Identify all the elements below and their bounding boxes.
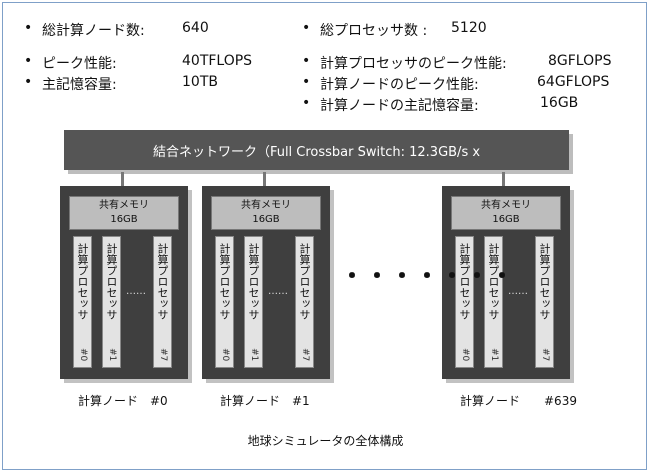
bullet: • — [24, 74, 33, 90]
spec-label-peak: ピーク性能: — [42, 56, 117, 72]
spec-label-total-nodes: 総計算ノード数: — [42, 23, 145, 39]
spec-value-cpu-peak: 8GFLOPS — [548, 53, 612, 69]
figure-frame — [2, 2, 647, 470]
shared-memory-size: 16GB — [252, 214, 280, 225]
compute-node-0: 共有メモリ 16GB 計算プロセッサ #0 計算プロセッサ #1 …… 計算プロ… — [60, 186, 188, 379]
processor-0: 計算プロセッサ #0 — [73, 236, 92, 368]
processor-gap-dots: …… — [268, 286, 288, 297]
spec-value-node-memory: 16GB — [540, 95, 579, 111]
spec-label-node-memory: 計算ノードの主記憶容量: — [320, 98, 479, 114]
network-label: 結合ネットワーク（Full Crossbar Switch: 12.3GB/s … — [152, 144, 481, 160]
node-label-0: 計算ノード #0 — [78, 394, 168, 408]
figure-caption: 地球シミュレータの全体構成 — [247, 434, 404, 448]
processor-1: 計算プロセッサ #1 — [484, 236, 503, 368]
processor-label: 計算プロセッサ — [105, 243, 118, 320]
bullet: • — [302, 53, 311, 69]
processor-number: #1 — [249, 347, 259, 361]
compute-node-1: 共有メモリ 16GB 計算プロセッサ #0 計算プロセッサ #1 …… 計算プロ… — [202, 186, 330, 379]
processor-gap-dots: …… — [126, 286, 146, 297]
processor-0: 計算プロセッサ #0 — [455, 236, 474, 368]
bullet: • — [24, 53, 33, 69]
processor-7: 計算プロセッサ #7 — [295, 236, 314, 368]
processor-1: 計算プロセッサ #1 — [244, 236, 263, 368]
bullet: • — [302, 20, 311, 36]
compute-node-639: 共有メモリ 16GB 計算プロセッサ #0 計算プロセッサ #1 …… 計算プロ… — [442, 186, 570, 379]
spec-value-node-peak: 64GFLOPS — [537, 74, 610, 90]
interconnect-network: 結合ネットワーク（Full Crossbar Switch: 12.3GB/s … — [64, 130, 569, 170]
shared-memory: 共有メモリ 16GB — [69, 196, 179, 230]
processor-label: 計算プロセッサ — [487, 243, 500, 320]
shared-memory-title: 共有メモリ — [241, 200, 291, 211]
spec-label-total-processors: 総プロセッサ数 : — [320, 23, 428, 39]
processor-label: 計算プロセッサ — [538, 243, 551, 320]
spec-value-total-processors: 5120 — [451, 20, 487, 36]
processor-number: #7 — [300, 347, 310, 361]
processor-number: #0 — [460, 347, 470, 361]
processor-gap-dots: …… — [508, 286, 528, 297]
processor-number: #0 — [78, 347, 88, 361]
processor-7: 計算プロセッサ #7 — [153, 236, 172, 368]
node-ellipsis: ・・・・・・・ — [340, 262, 515, 290]
spec-value-peak: 40TFLOPS — [182, 53, 253, 69]
connector-line — [121, 172, 124, 186]
spec-value-memory: 10TB — [182, 74, 218, 90]
connector-line — [263, 172, 266, 186]
bullet: • — [302, 74, 311, 90]
shared-memory-title: 共有メモリ — [481, 200, 531, 211]
bullet: • — [302, 95, 311, 111]
shared-memory-size: 16GB — [110, 214, 138, 225]
processor-label: 計算プロセッサ — [156, 243, 169, 320]
bullet: • — [24, 20, 33, 36]
processor-7: 計算プロセッサ #7 — [535, 236, 554, 368]
connector-line — [502, 172, 505, 186]
processor-label: 計算プロセッサ — [458, 243, 471, 320]
processor-label: 計算プロセッサ — [247, 243, 260, 320]
shared-memory: 共有メモリ 16GB — [451, 196, 561, 230]
processor-number: #1 — [489, 347, 499, 361]
shared-memory-size: 16GB — [492, 214, 520, 225]
node-label-639: 計算ノード #639 — [460, 394, 577, 408]
processor-label: 計算プロセッサ — [76, 243, 89, 320]
processor-label: 計算プロセッサ — [218, 243, 231, 320]
processor-0: 計算プロセッサ #0 — [215, 236, 234, 368]
spec-label-cpu-peak: 計算プロセッサのピーク性能: — [320, 56, 507, 72]
processor-number: #7 — [158, 347, 168, 361]
spec-label-memory: 主記憶容量: — [42, 77, 117, 93]
shared-memory: 共有メモリ 16GB — [211, 196, 321, 230]
spec-value-total-nodes: 640 — [182, 20, 209, 36]
processor-number: #7 — [540, 347, 550, 361]
processor-number: #1 — [107, 347, 117, 361]
node-label-1: 計算ノード #1 — [220, 394, 310, 408]
shared-memory-title: 共有メモリ — [99, 200, 149, 211]
processor-number: #0 — [220, 347, 230, 361]
processor-1: 計算プロセッサ #1 — [102, 236, 121, 368]
processor-label: 計算プロセッサ — [298, 243, 311, 320]
spec-label-node-peak: 計算ノードのピーク性能: — [320, 77, 479, 93]
